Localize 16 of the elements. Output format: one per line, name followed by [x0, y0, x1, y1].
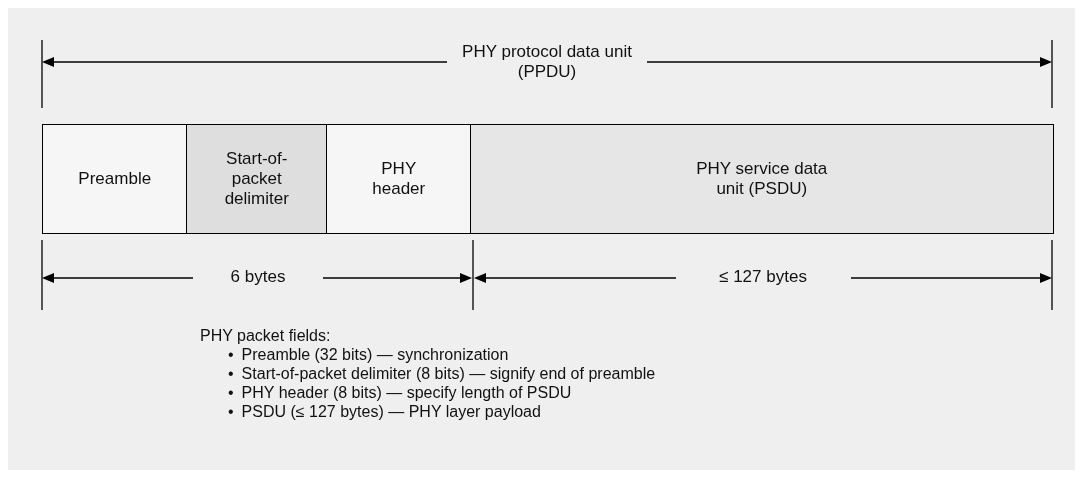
bullet: • [228, 402, 234, 421]
list-item: PHY header (8 bits) — specify length of PSDU [241, 383, 572, 402]
packet-field-box: Start-of- packet delimiter [186, 124, 328, 234]
dimension-label: ≤ 127 bytes [675, 267, 851, 287]
bullet: • [228, 345, 234, 364]
list-item: PSDU (≤ 127 bytes) — PHY layer payload [241, 402, 541, 421]
dimension-label: 6 bytes [193, 267, 323, 287]
list-item: Preamble (32 bits) — synchronization [241, 345, 509, 364]
bullet: • [228, 364, 234, 383]
packet-field-box: PHY service data unit (PSDU) [470, 124, 1054, 234]
dimension-label: PHY protocol data unit (PPDU) [447, 42, 647, 82]
bullet: • [228, 383, 234, 402]
packet-field-box: PHY header [326, 124, 472, 234]
list-heading: PHY packet fields: [200, 326, 332, 345]
packet-field-box: Preamble [42, 124, 188, 234]
list-item: Start-of-packet delimiter (8 bits) — signify end of preamble [241, 364, 656, 383]
